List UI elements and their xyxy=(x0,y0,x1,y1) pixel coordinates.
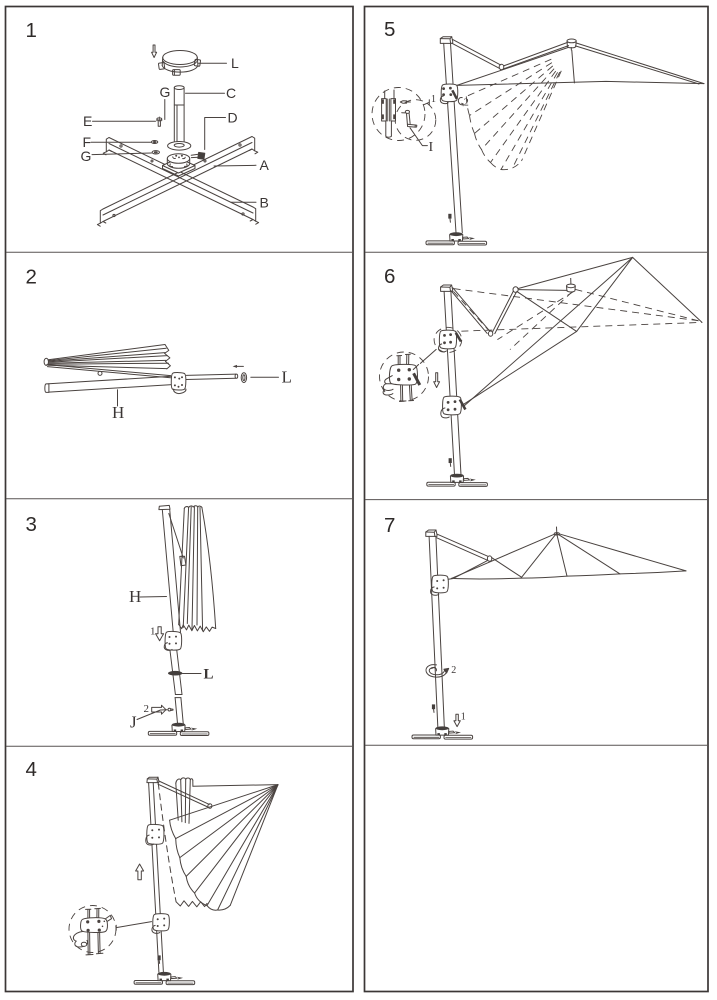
svg-text:L: L xyxy=(204,667,214,683)
svg-text:G: G xyxy=(81,148,92,164)
svg-text:C: C xyxy=(226,85,236,101)
svg-text:H: H xyxy=(129,587,141,606)
svg-text:G: G xyxy=(160,84,171,100)
svg-text:L: L xyxy=(231,55,239,71)
svg-text:1: 1 xyxy=(461,712,466,723)
svg-text:1: 1 xyxy=(26,19,37,42)
svg-text:J: J xyxy=(130,713,137,732)
svg-text:1: 1 xyxy=(150,626,156,638)
svg-text:E: E xyxy=(83,113,92,129)
svg-text:D: D xyxy=(228,110,238,126)
svg-text:7: 7 xyxy=(384,514,395,537)
svg-text:1: 1 xyxy=(431,94,436,105)
svg-text:A: A xyxy=(260,157,270,173)
svg-text:5: 5 xyxy=(384,18,395,41)
svg-text:2: 2 xyxy=(144,703,150,715)
svg-text:4: 4 xyxy=(26,758,37,781)
svg-text:H: H xyxy=(112,403,124,422)
svg-text:B: B xyxy=(260,195,269,211)
svg-text:2: 2 xyxy=(464,98,469,109)
svg-text:2: 2 xyxy=(26,266,37,289)
svg-text:F: F xyxy=(83,134,92,150)
svg-text:6: 6 xyxy=(384,265,395,288)
svg-text:L: L xyxy=(282,368,292,387)
svg-text:3: 3 xyxy=(26,513,37,536)
svg-text:I: I xyxy=(429,140,434,155)
svg-text:2: 2 xyxy=(451,665,456,676)
